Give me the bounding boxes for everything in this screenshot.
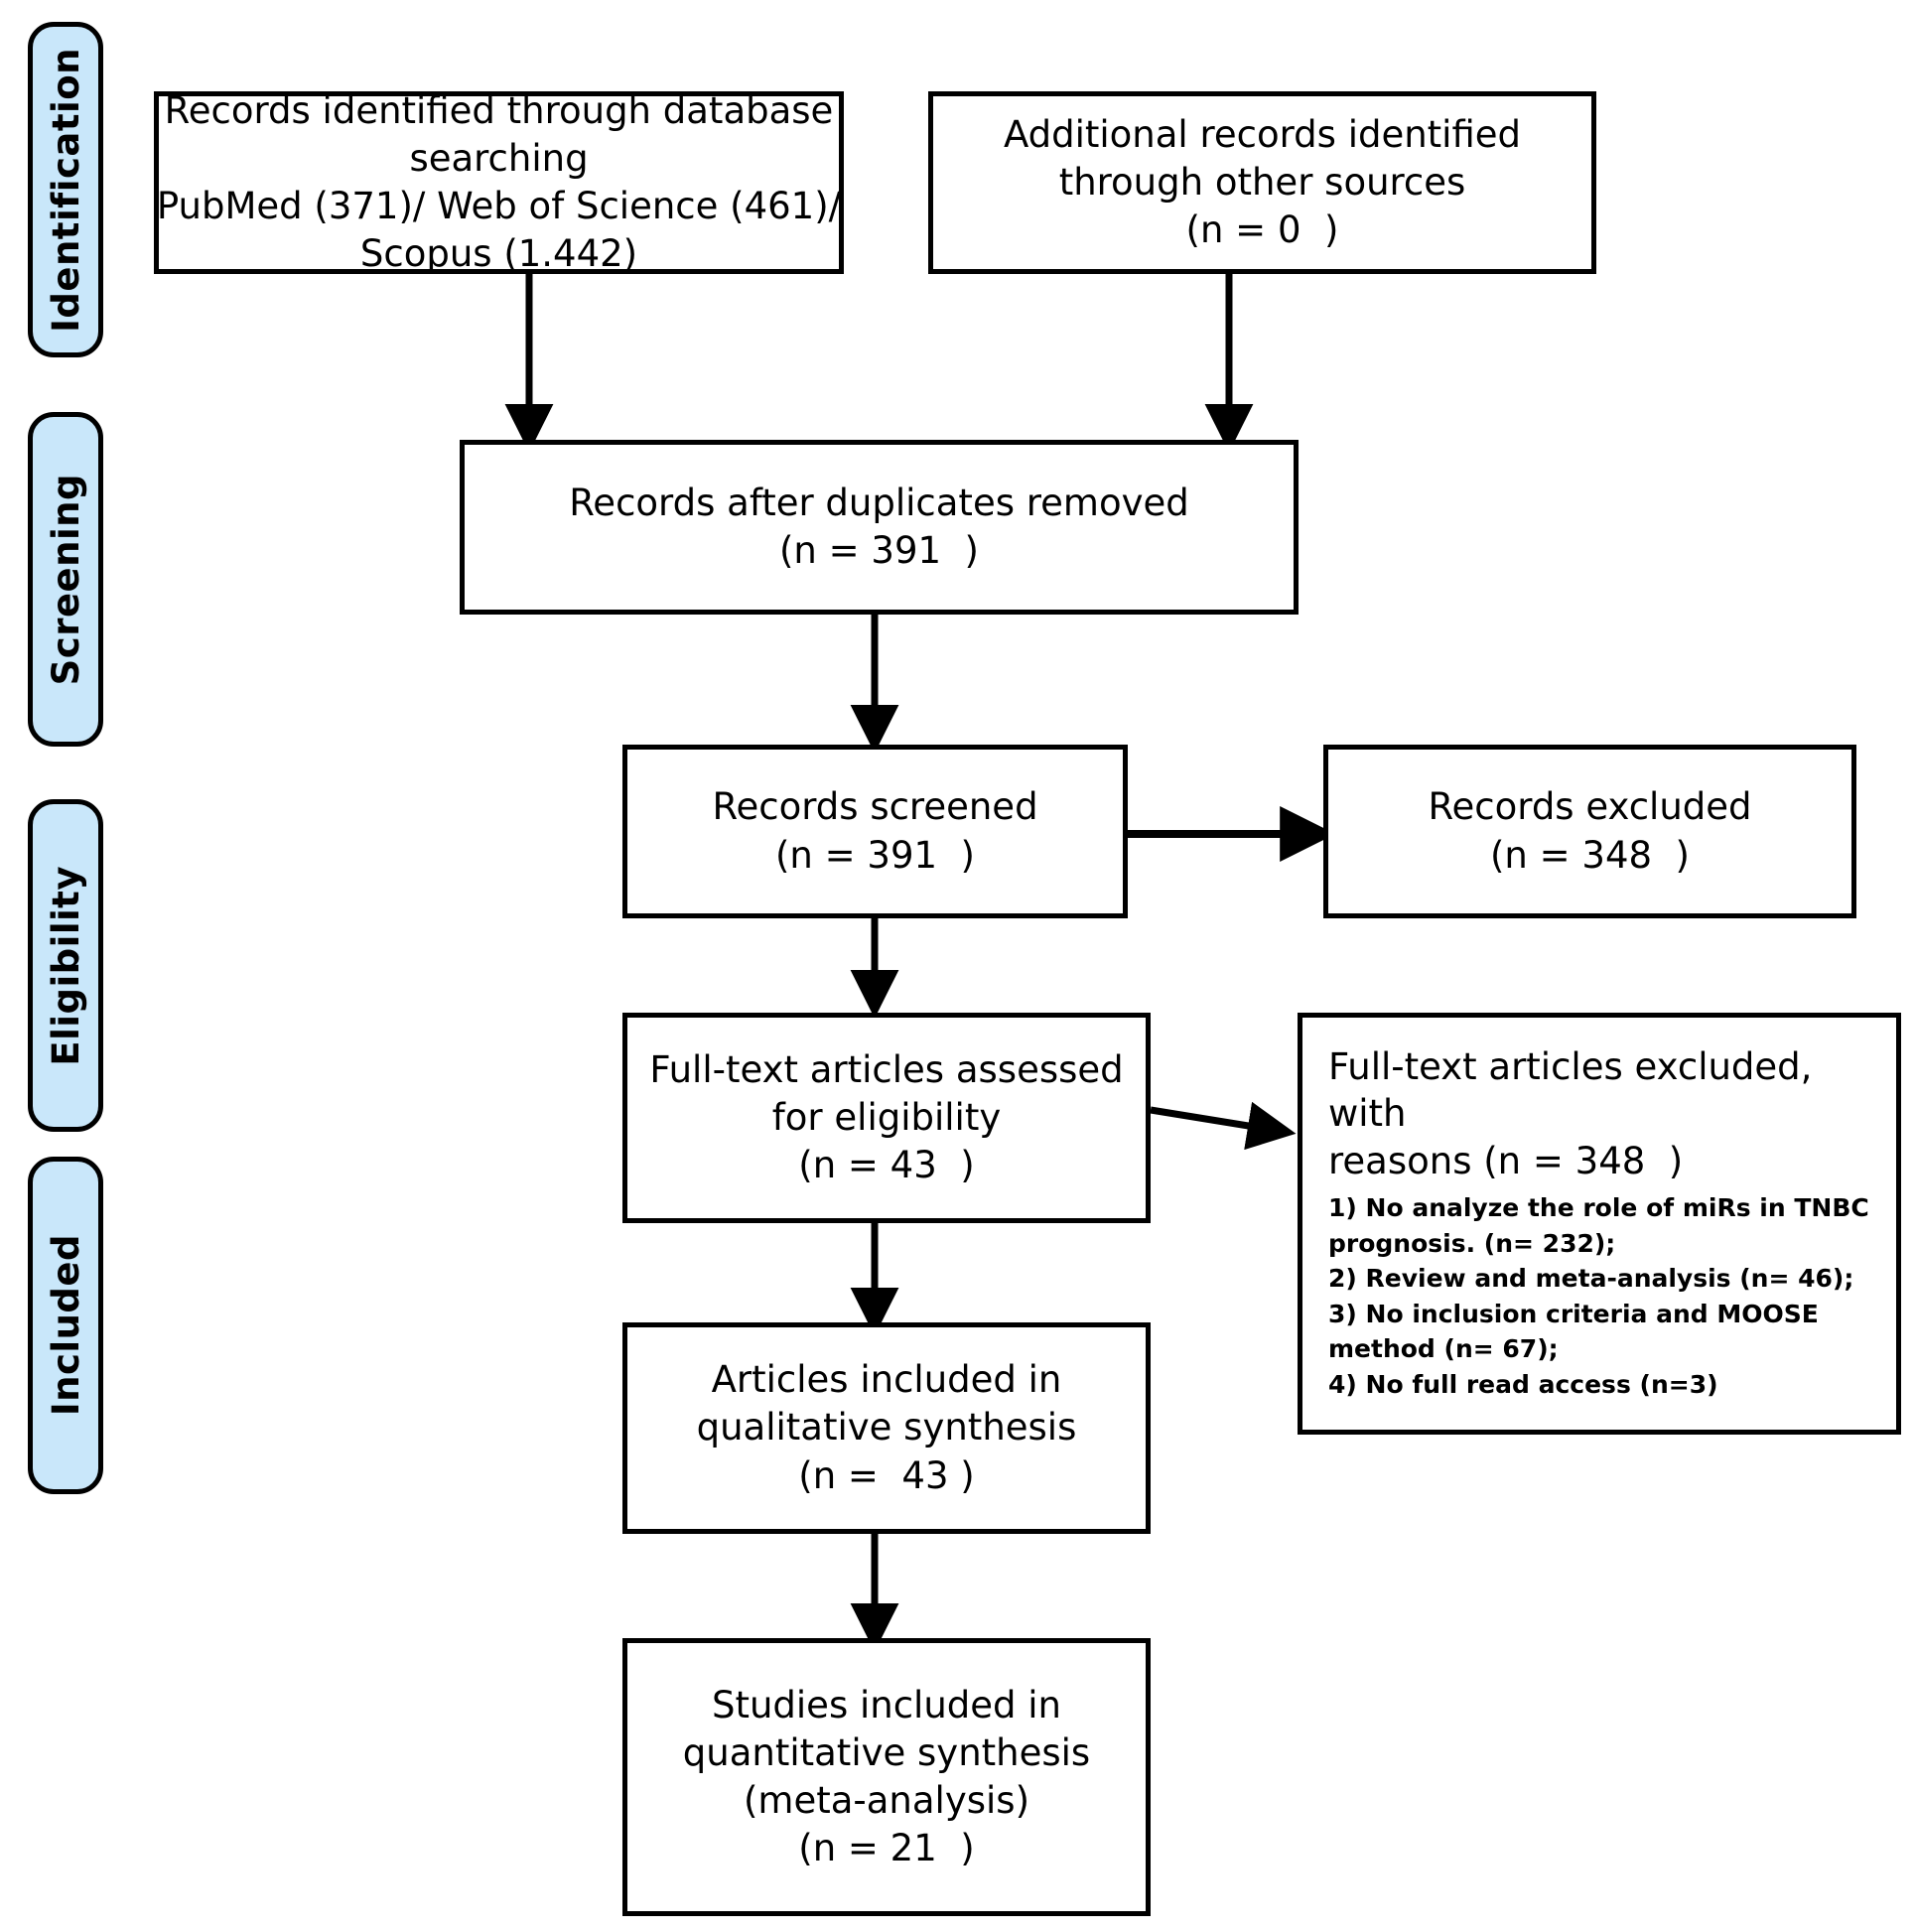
fulltext-exclusion-reasons-list: 1) No analyze the role of miRs in TNBC p… <box>1328 1190 1874 1402</box>
box-line: (n = 391 ) <box>775 833 975 877</box>
fulltext-excluded-heading: Full-text articles excluded, with reason… <box>1328 1045 1813 1182</box>
box-line: Full-text articles assessed <box>649 1047 1124 1091</box>
box-quantitative-synthesis: Studies included in quantitative synthes… <box>622 1638 1151 1916</box>
box-fulltext-excluded-with-reasons: Full-text articles excluded, with reason… <box>1298 1013 1901 1435</box>
exclusion-reason-item: 3) No inclusion criteria and MOOSE metho… <box>1328 1299 1828 1364</box>
box-line: Records excluded <box>1428 785 1752 829</box>
box-records-after-duplicates: Records after duplicates removed (n = 39… <box>460 440 1299 615</box>
box-line: Articles included in <box>711 1358 1062 1402</box>
box-line: Records after duplicates removed <box>569 481 1189 524</box>
stage-tab-screening-label: Screening <box>44 473 87 686</box>
box-line: (n = 43 ) <box>798 1144 975 1187</box>
box-line: (n = 348 ) <box>1490 833 1690 877</box>
stage-tab-included[interactable]: Included <box>28 1157 103 1494</box>
box-records-identified-database: Records identified through database sear… <box>154 89 844 275</box>
box-line: Additional records identified <box>1003 112 1522 156</box>
box-line: (meta-analysis) <box>743 1779 1029 1822</box>
box-line: quantitative synthesis <box>682 1730 1091 1774</box>
box-records-excluded: Records excluded (n = 348 ) <box>1323 745 1856 918</box>
box-line: (n = 0 ) <box>1185 208 1339 252</box>
box-line: for eligibility <box>771 1095 1002 1139</box>
arrow-fulltext-to-excluded-reasons <box>1150 1101 1297 1151</box>
box-line: Studies included in <box>711 1683 1062 1726</box>
exclusion-reason-item: 1) No analyze the role of miRs in TNBC p… <box>1328 1193 1878 1258</box>
box-line: Records screened <box>712 785 1038 829</box>
exclusion-reason-item: 4) No full read access (n=3) <box>1328 1369 1718 1399</box>
stage-tab-screening[interactable]: Screening <box>28 412 103 747</box>
stage-tab-included-label: Included <box>44 1234 87 1417</box>
box-line: Records identified through database <box>164 88 834 132</box>
box-line: (n = 21 ) <box>798 1827 975 1870</box>
stage-tab-identification[interactable]: Identification <box>28 22 103 357</box>
box-qualitative-synthesis: Articles included in qualitative synthes… <box>622 1322 1151 1534</box>
box-additional-records: Additional records identified through ot… <box>928 91 1596 274</box>
box-line: qualitative synthesis <box>696 1406 1077 1449</box>
box-line: (n = 43 ) <box>798 1453 975 1497</box>
stage-tab-eligibility[interactable]: Eligibility <box>28 799 103 1132</box>
box-line: Scopus (1.442) <box>359 232 638 276</box>
exclusion-reason-item: 2) Review and meta-analysis (n= 46); <box>1328 1264 1854 1294</box>
stage-tab-identification-label: Identification <box>44 47 87 333</box>
box-line: searching <box>409 136 589 180</box>
box-records-screened: Records screened (n = 391 ) <box>622 745 1128 918</box>
box-line: (n = 391 ) <box>779 529 979 572</box>
box-line: PubMed (371)/ Web of Science (461)/ <box>156 185 842 227</box>
stage-tab-eligibility-label: Eligibility <box>44 865 87 1066</box>
box-line: through other sources <box>1058 160 1466 204</box>
box-fulltext-assessed: Full-text articles assessed for eligibil… <box>622 1013 1151 1223</box>
